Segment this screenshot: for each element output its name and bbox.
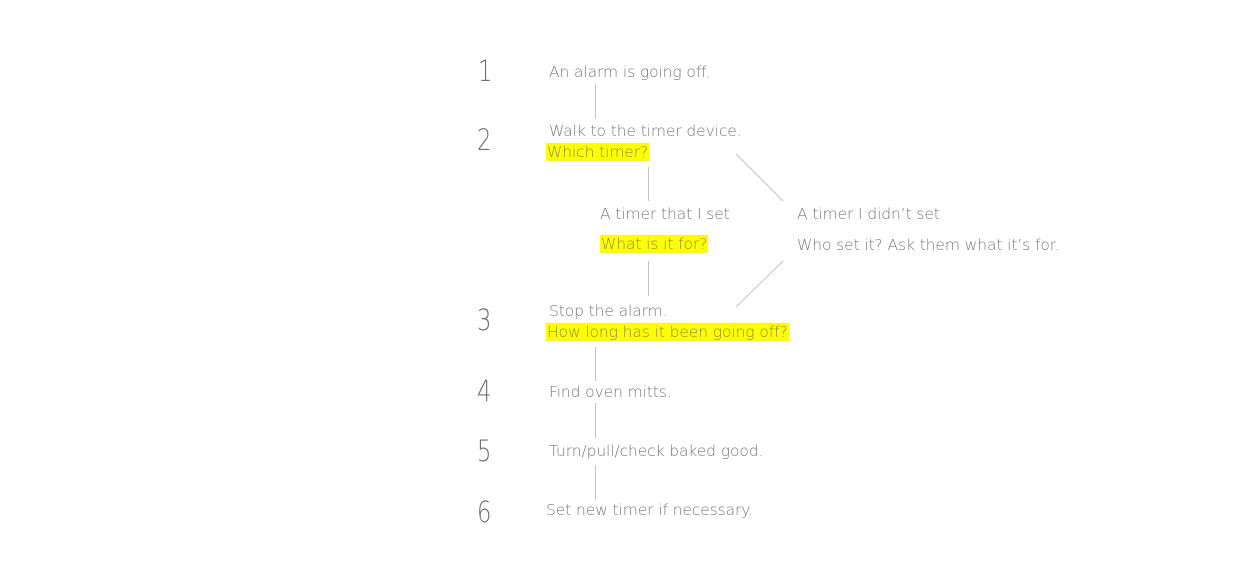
highlight: Which timer? xyxy=(546,143,650,161)
step-3-text: Stop the alarm. xyxy=(549,302,668,320)
step-number-1: 1 xyxy=(478,54,493,88)
step-number-2: 2 xyxy=(477,123,492,157)
branch-b-text: A timer I didn’t set xyxy=(797,205,940,223)
step-number-4: 4 xyxy=(477,374,492,408)
step-number-3: 3 xyxy=(477,303,492,337)
step-number-6: 6 xyxy=(477,495,492,529)
connector-branch-b-3 xyxy=(735,260,784,308)
highlight: How long has it been going off? xyxy=(546,323,789,341)
step-6-text: Set new timer if necessary. xyxy=(546,501,753,519)
step-5-text: Turn/pull/check baked good. xyxy=(549,442,764,460)
step-3-question: How long has it been going off? xyxy=(546,322,789,342)
step-4-text: Find oven mitts. xyxy=(549,383,672,401)
connector-2-branch-b xyxy=(735,153,784,202)
step-2-question: Which timer? xyxy=(546,142,650,162)
highlight: What is it for? xyxy=(600,235,709,253)
branch-a-text: A timer that I set xyxy=(600,205,730,223)
step-1-text: An alarm is going off. xyxy=(549,63,711,81)
branch-b-note: Who set it? Ask them what it’s for. xyxy=(797,236,1060,254)
step-2-text: Walk to the timer device. xyxy=(549,122,742,140)
step-number-5: 5 xyxy=(477,434,492,468)
branch-a-question: What is it for? xyxy=(600,234,709,254)
